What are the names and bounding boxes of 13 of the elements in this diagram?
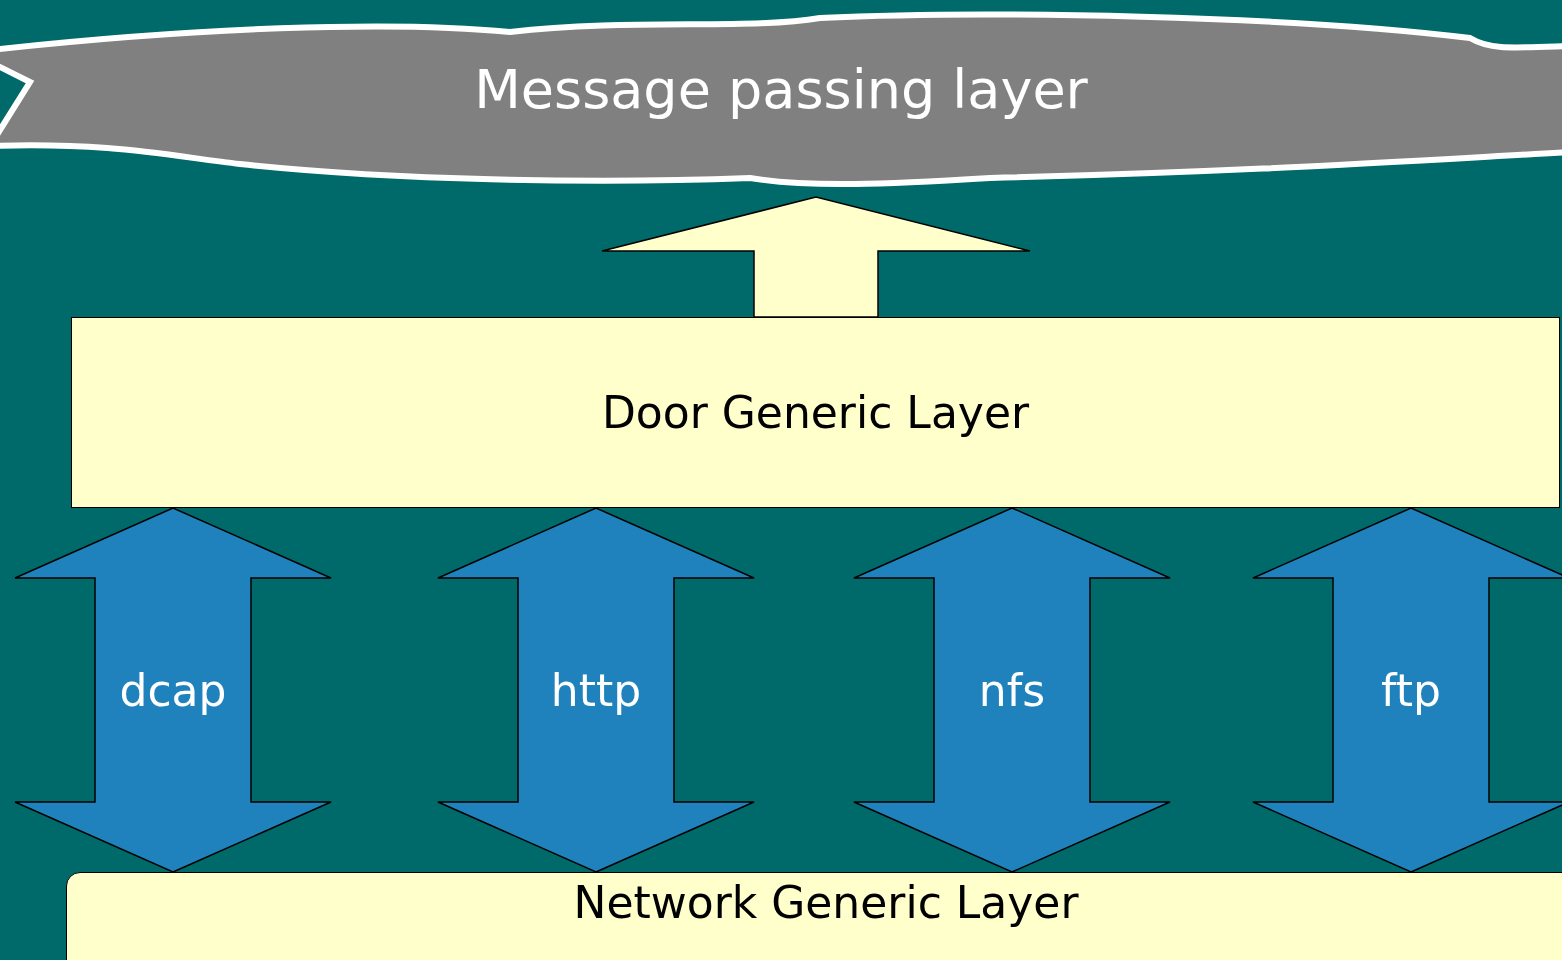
block-arrow	[437, 507, 755, 873]
edge-label: nfs	[978, 664, 1046, 716]
layer-box	[66, 872, 1562, 960]
edge-label: http	[550, 664, 642, 716]
block-arrow	[14, 507, 332, 873]
layer-box	[71, 317, 1560, 508]
edge-label: dcap	[119, 664, 227, 716]
block-arrow	[601, 196, 1031, 318]
block-arrow	[853, 507, 1171, 873]
layer-label: Door Generic Layer	[601, 387, 1030, 438]
block-arrow	[1252, 507, 1562, 873]
layer-label: Network Generic Layer	[573, 876, 1079, 928]
edge-label: ftp	[1381, 664, 1441, 716]
